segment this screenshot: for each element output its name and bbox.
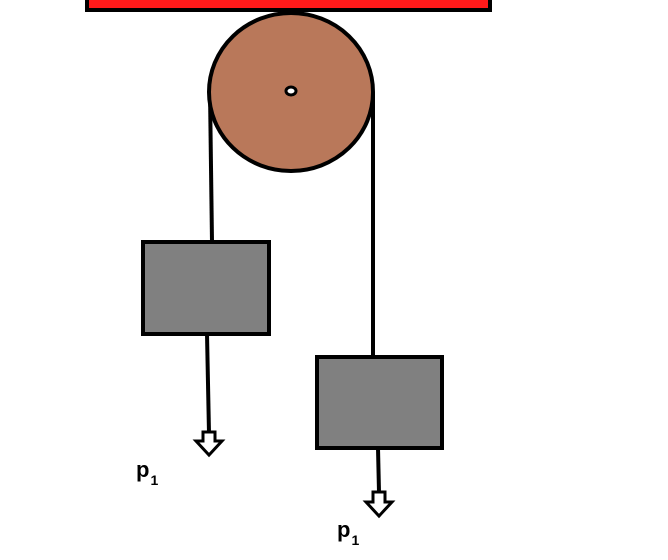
left-force-arrow-icon [192, 430, 226, 458]
right-force-line [376, 447, 381, 493]
right-weight-subscript: 1 [351, 532, 360, 548]
pulley-axle [284, 85, 298, 97]
right-weight-symbol: p [337, 517, 351, 542]
right-block [315, 355, 444, 450]
right-force-arrow-icon [362, 490, 396, 519]
ceiling-beam [85, 0, 492, 12]
left-weight-subscript: 1 [150, 472, 159, 488]
left-force-line [205, 333, 211, 434]
right-weight-label: p1 [337, 517, 359, 548]
left-rope [208, 91, 214, 243]
left-weight-symbol: p [136, 457, 150, 482]
left-weight-label: p1 [136, 457, 158, 488]
left-block [141, 240, 271, 336]
